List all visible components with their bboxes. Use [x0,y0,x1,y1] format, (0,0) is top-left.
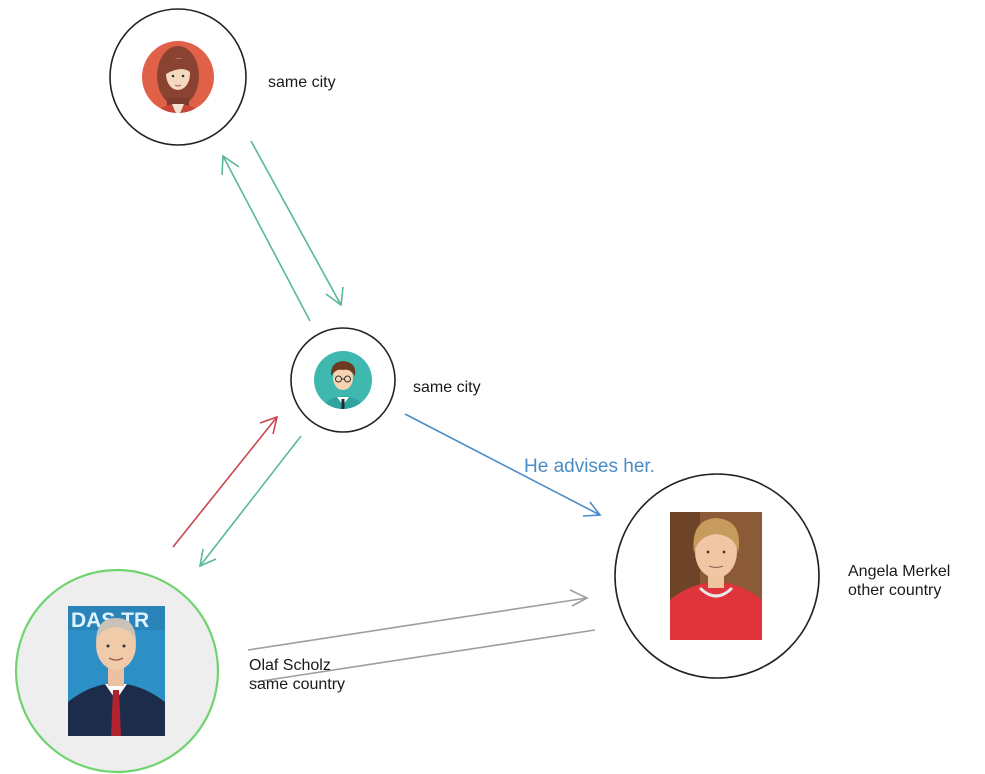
scholz-portrait: DAS TR [68,606,165,736]
node-merkel[interactable] [614,473,820,679]
node-scholz[interactable]: DAS TR [14,568,220,774]
edge-man-to-merkel[interactable] [404,413,602,517]
merkel-name: Angela Merkel [848,563,951,580]
edge-merkel-to-scholz[interactable] [254,629,596,683]
man-label: same city [413,379,481,396]
edge-woman-to-man[interactable] [250,140,344,307]
node-woman[interactable] [109,8,247,146]
scholz-relation: same country [249,676,346,693]
node-man[interactable] [290,327,396,433]
edge-man-to-scholz[interactable] [198,435,302,568]
scholz-name: Olaf Scholz [249,657,331,674]
edge-scholz-to-merkel[interactable] [247,589,589,651]
edge-label-advises: He advises her. [524,456,655,477]
edge-man-to-woman[interactable] [221,154,311,322]
edge-scholz-to-man[interactable] [172,415,279,548]
woman-label: same city [268,74,336,91]
merkel-relation: other country [848,582,942,599]
man-avatar-icon [314,351,372,409]
merkel-portrait [670,512,762,640]
